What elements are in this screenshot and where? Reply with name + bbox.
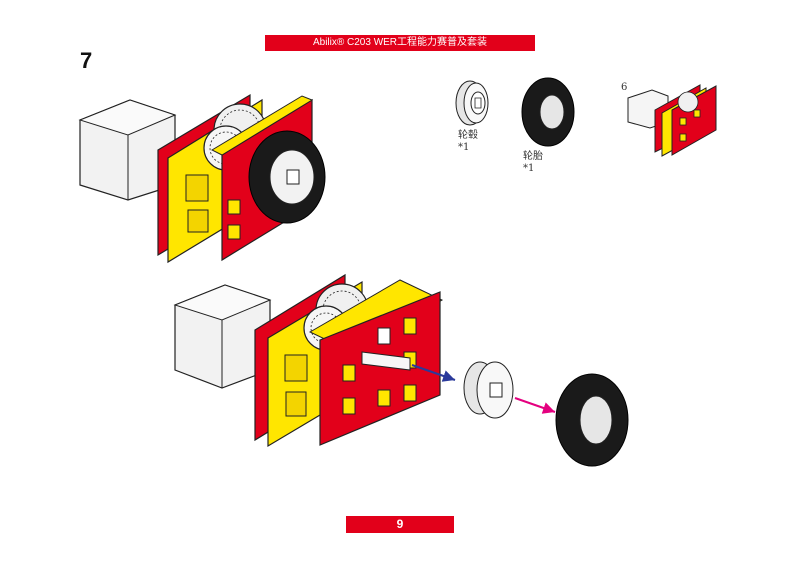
exploded-hub — [463, 361, 514, 419]
header-title-bar: Abilix® C203 WER工程能力赛普及套装 — [265, 35, 535, 51]
part-hub-name: 轮毂 — [458, 130, 478, 141]
assembled-model — [78, 93, 326, 264]
step-number: 7 — [80, 48, 93, 73]
part-tire-name: 轮胎 — [523, 151, 543, 162]
tire-insert-arrow — [514, 397, 556, 414]
part-tire-qty: *1 — [523, 163, 535, 174]
hub-insert-arrow — [411, 364, 456, 382]
exploded-model — [173, 273, 444, 448]
page-number-bar: 9 — [346, 516, 454, 533]
reference-thumbnail — [627, 84, 717, 157]
hub-part — [455, 80, 489, 126]
exploded-tire — [555, 373, 629, 467]
part-hub-qty: *1 — [458, 142, 470, 153]
reference-step-label: 6 — [621, 82, 628, 93]
header-title: Abilix® C203 WER工程能力赛普及套装 — [312, 37, 488, 48]
part-hub-label: 轮毂 *1 — [458, 130, 478, 154]
tire-part — [521, 77, 575, 147]
part-tire-label: 轮胎 *1 — [523, 151, 543, 175]
page-number: 9 — [396, 517, 404, 531]
